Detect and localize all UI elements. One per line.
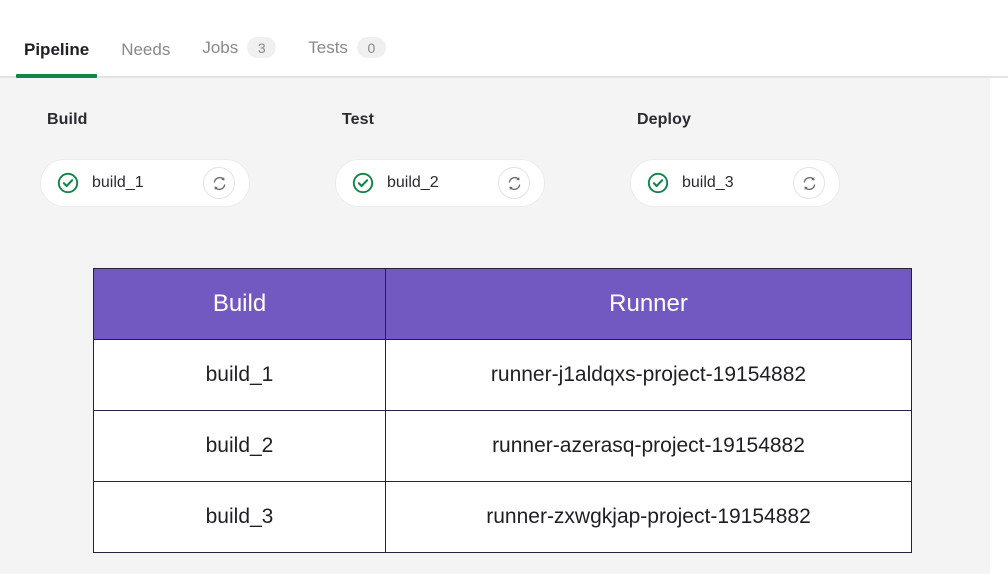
stage-build-title: Build bbox=[47, 111, 88, 128]
tab-tests-label: Tests bbox=[308, 38, 348, 57]
table-row: build_3 runner-zxwgkjap-project-19154882 bbox=[93, 481, 912, 553]
cell-runner: runner-j1aldqxs-project-19154882 bbox=[385, 339, 912, 411]
tab-tests-badge: 0 bbox=[356, 37, 386, 58]
cell-build: build_1 bbox=[93, 339, 386, 411]
pipeline-stages: Build build_1 bbox=[40, 111, 925, 207]
stage-test: Test build_2 bbox=[335, 111, 630, 207]
tab-pipeline-label: Pipeline bbox=[24, 40, 90, 59]
job-label-build-3: build_3 bbox=[682, 174, 734, 191]
pipeline-content: Build build_1 bbox=[0, 78, 990, 574]
tab-jobs-badge: 3 bbox=[247, 37, 277, 58]
check-circle-icon bbox=[647, 172, 669, 194]
table-row: build_2 runner-azerasq-project-19154882 bbox=[93, 410, 912, 482]
cell-runner: runner-azerasq-project-19154882 bbox=[385, 410, 912, 482]
tab-bar: Pipeline Needs Jobs 3 Tests 0 bbox=[0, 0, 1008, 78]
tab-pipeline[interactable]: Pipeline bbox=[8, 40, 105, 78]
retry-icon[interactable] bbox=[203, 167, 235, 199]
check-circle-icon bbox=[352, 172, 374, 194]
job-label-build-2: build_2 bbox=[387, 174, 439, 191]
tab-needs[interactable]: Needs bbox=[105, 41, 186, 76]
job-pill-build-2[interactable]: build_2 bbox=[335, 159, 545, 207]
stage-deploy: Deploy build_3 bbox=[630, 111, 925, 207]
check-circle-icon bbox=[57, 172, 79, 194]
cell-runner: runner-zxwgkjap-project-19154882 bbox=[385, 481, 912, 553]
stage-test-title: Test bbox=[342, 111, 375, 128]
stage-build: Build build_1 bbox=[40, 111, 335, 207]
retry-icon[interactable] bbox=[793, 167, 825, 199]
table-row: build_1 runner-j1aldqxs-project-19154882 bbox=[93, 339, 912, 411]
active-tab-underline bbox=[16, 74, 98, 78]
runner-table-head: Build Runner bbox=[93, 268, 912, 340]
runner-table: Build Runner build_1 runner-j1aldqxs-pro… bbox=[93, 268, 912, 553]
cell-build: build_2 bbox=[93, 410, 386, 482]
retry-icon[interactable] bbox=[498, 167, 530, 199]
column-header-runner: Runner bbox=[385, 268, 912, 340]
tab-jobs-label: Jobs bbox=[202, 38, 239, 57]
stage-deploy-title: Deploy bbox=[637, 111, 691, 128]
job-label-build-1: build_1 bbox=[92, 174, 144, 191]
job-pill-build-3[interactable]: build_3 bbox=[630, 159, 840, 207]
table-header-row: Build Runner bbox=[93, 268, 912, 340]
tab-jobs[interactable]: Jobs 3 bbox=[186, 37, 292, 76]
scroll-gutter bbox=[990, 78, 1008, 574]
cell-build: build_3 bbox=[93, 481, 386, 553]
runner-table-body: build_1 runner-j1aldqxs-project-19154882… bbox=[93, 339, 912, 553]
tab-list: Pipeline Needs Jobs 3 Tests 0 bbox=[8, 0, 402, 78]
column-header-build: Build bbox=[93, 268, 386, 340]
tab-tests[interactable]: Tests 0 bbox=[292, 37, 402, 76]
job-pill-build-1[interactable]: build_1 bbox=[40, 159, 250, 207]
tab-needs-label: Needs bbox=[121, 40, 171, 59]
